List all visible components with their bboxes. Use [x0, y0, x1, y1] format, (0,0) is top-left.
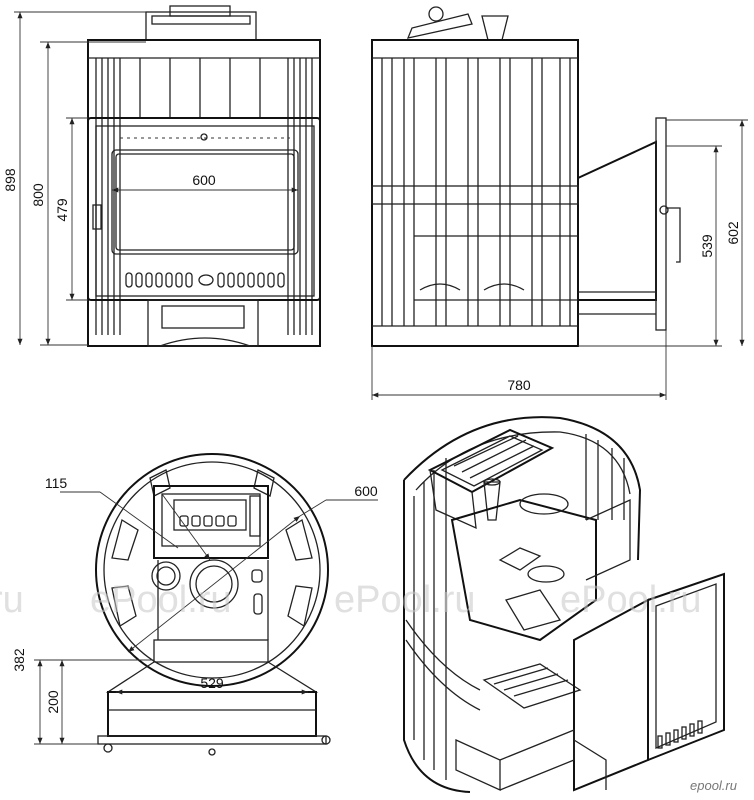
side-bars: [381, 58, 571, 326]
dim-front-door-width: 600: [192, 172, 216, 188]
firebox-slots: [179, 515, 237, 527]
front-view: 898 800 479 600: [2, 5, 321, 347]
iso-shell-bars: [423, 434, 625, 780]
dim-front-total-height: 898: [2, 168, 18, 192]
front-bottom-vent: [125, 272, 285, 288]
isometric-cutaway: [403, 416, 725, 793]
dim-front-door-height: 479: [54, 198, 70, 222]
dim-top-diameter: 600: [354, 483, 378, 499]
dim-front-body-height: 800: [30, 183, 46, 207]
front-right-bars: [287, 58, 313, 335]
iso-grill-lines: [453, 435, 535, 479]
dim-top-base-width: 529: [200, 675, 224, 691]
dim-side-tunnel-height: 539: [699, 234, 715, 258]
dim-top-base-depth: 200: [45, 690, 61, 714]
watermark: ePool.ru: [334, 579, 476, 621]
watermark: ePool.ru: [90, 579, 232, 621]
top-view: 115 600 529 382 200: [11, 453, 378, 756]
watermark: ru: [0, 579, 24, 621]
dim-top-firebox-offset: 115: [45, 475, 68, 491]
side-view: 780 539 602: [371, 6, 748, 400]
dim-side-width: 780: [507, 377, 531, 393]
brand-logo: epool.ru: [690, 778, 737, 793]
dim-side-frame-height: 602: [725, 221, 741, 245]
iso-grate-bars: [493, 667, 569, 697]
dim-top-depth: 382: [11, 648, 27, 672]
iso-door-vents: [657, 720, 703, 749]
watermark: ePool.ru: [560, 579, 702, 621]
front-top-vent: [120, 133, 290, 141]
